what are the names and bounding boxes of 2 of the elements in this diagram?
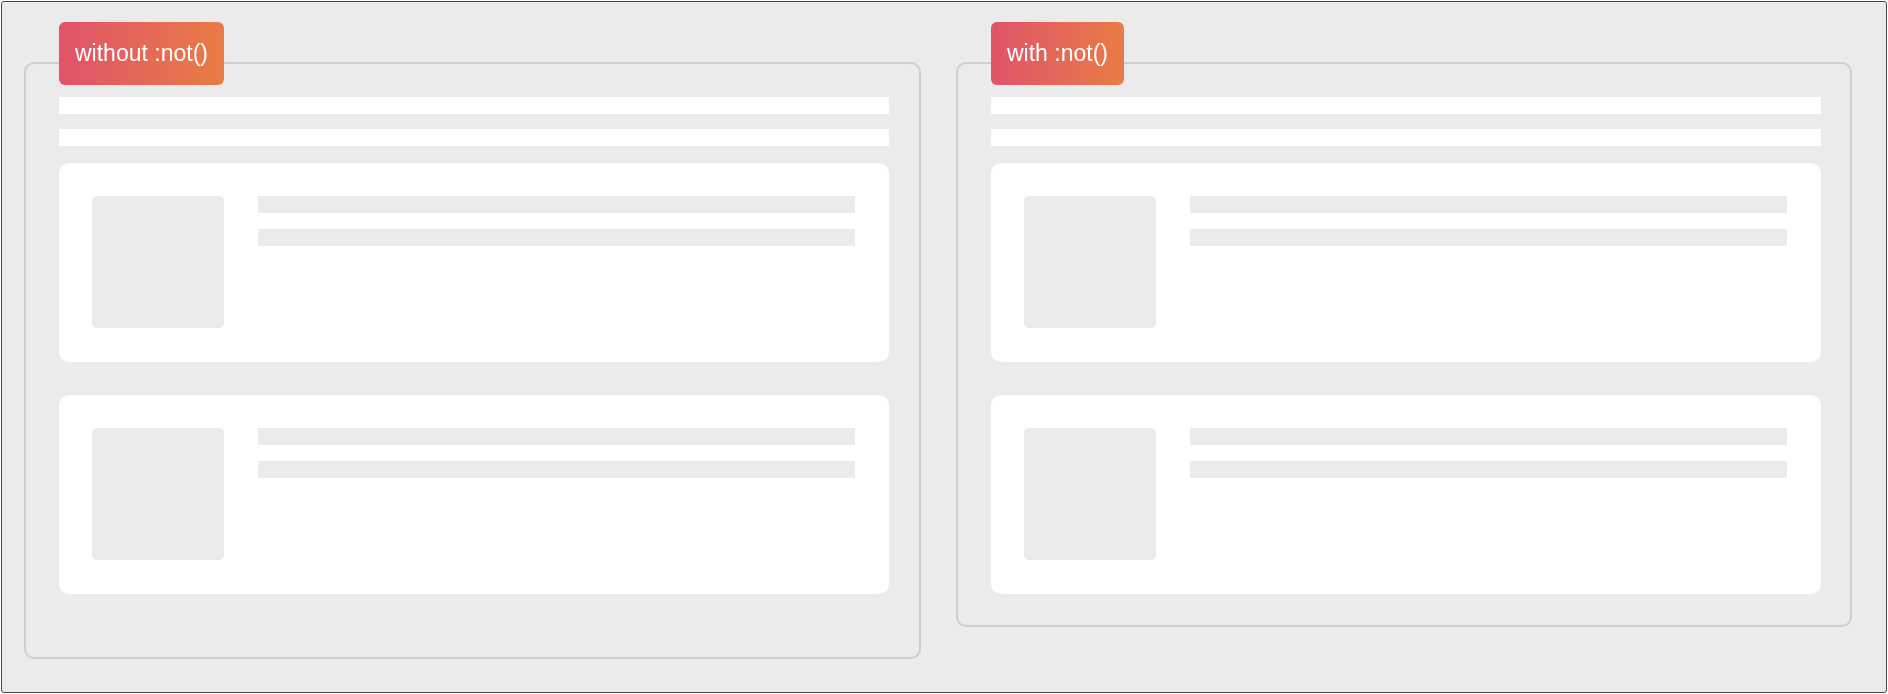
heading-tag: with :not() (991, 22, 1124, 85)
heading-tag: without :not() (59, 22, 224, 85)
